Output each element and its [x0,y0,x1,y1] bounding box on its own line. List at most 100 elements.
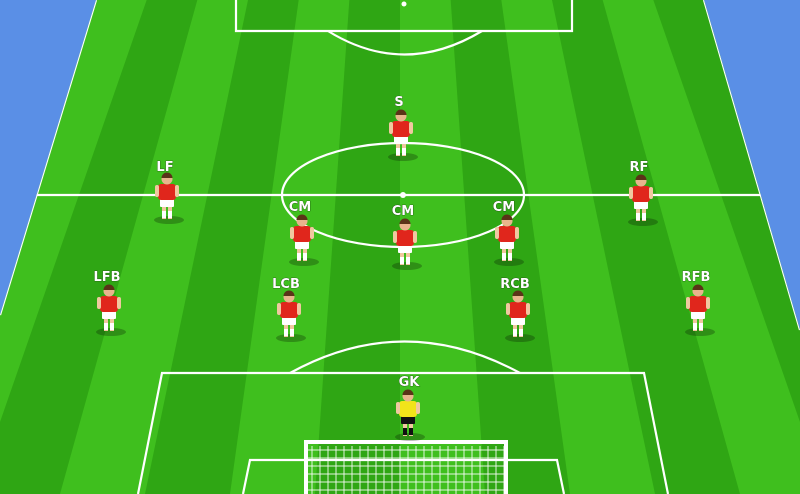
player-figure [96,284,126,336]
player-left-full-back: LFB [93,270,126,336]
player-shadow [392,262,422,270]
player-figure [289,214,319,266]
player-arm [97,297,101,309]
player-arm [393,231,397,243]
player-label: LFB [93,270,120,285]
centre-spot [400,192,406,198]
player-shorts [398,245,412,253]
player-sock [168,211,172,218]
player-shadow [395,433,425,441]
player-shirt [498,226,516,242]
player-sock [303,253,307,260]
player-shirt [689,296,707,312]
player-sock [409,428,413,435]
player-hair [635,174,647,180]
player-shadow [289,258,319,266]
grass-stripe [0,0,198,494]
player-right-full-back: RFB [681,270,715,336]
player-arm [629,187,633,199]
player-shorts [282,317,296,325]
grass-stripe [145,0,299,494]
player-hair [296,214,308,220]
player-shorts [634,201,648,209]
player-shirt [509,302,527,318]
player-label: RFB [682,270,711,285]
player-arm [277,303,281,315]
player-label: CM [493,200,515,215]
player-arm [526,303,530,315]
player-shorts [394,136,408,144]
grass-stripe [315,0,400,494]
player-arm [686,297,690,309]
player-arm [290,227,294,239]
player-hair [395,109,407,115]
player-sock [396,148,400,155]
player-hair [692,284,704,290]
player-figure [276,290,306,342]
player-sock [162,211,166,218]
player-hair [103,284,115,290]
player-sock [400,257,404,264]
player-arm [649,187,653,199]
player-hair [399,218,411,224]
player-sock [110,323,114,330]
player-sock [502,253,506,260]
player-shorts [500,241,514,249]
player-shirt [293,226,311,242]
bottom-goal-area [241,458,566,494]
player-shirt [280,302,298,318]
player-hair [161,172,173,178]
player-arm [155,185,159,197]
player-shadow [494,258,524,266]
player-hair [512,290,524,296]
player-shorts [511,317,525,325]
player-arm [413,231,417,243]
player-arm [506,303,510,315]
player-sock [104,323,108,330]
player-arm [175,185,179,197]
player-shorts [160,199,174,207]
bottom-penalty-box [136,371,670,494]
players-layer: S LF RF CM CM CM LFB LCB RCB RFB GK [93,95,715,441]
goal-net [308,446,505,494]
player-arm [389,122,393,134]
player-shirt [100,296,118,312]
player-shorts [295,241,309,249]
player-arm [297,303,301,315]
player-figure [388,109,418,161]
player-left-central-midfielder: CM [288,200,319,266]
player-shadow [388,153,418,161]
player-shirt [632,186,650,202]
player-arm [117,297,121,309]
player-shirt [399,401,417,417]
player-sock [402,148,406,155]
player-sock [513,329,517,336]
player-shadow [685,328,715,336]
player-arm [495,227,499,239]
player-figure [494,214,524,266]
player-hair [402,389,414,395]
player-hair [283,290,295,296]
player-shadow [505,334,535,342]
goal-frame [304,440,508,494]
player-right-centre-back: RCB [500,277,535,342]
player-figure [628,174,658,226]
player-shadow [628,218,658,226]
player-sock [642,213,646,220]
player-shorts [102,311,116,319]
player-sock [406,257,410,264]
player-shorts [401,416,415,424]
top-penalty-arc [327,30,483,56]
player-hair [501,214,513,220]
player-sock [297,253,301,260]
player-sock [508,253,512,260]
top-penalty-box [234,0,574,33]
player-label: CM [392,204,414,219]
player-label: LF [156,160,173,175]
player-arm [396,402,400,414]
player-shirt [392,121,410,137]
player-arm [409,122,413,134]
player-label: CM [289,200,311,215]
grass-stripe [552,0,740,494]
player-sock [284,329,288,336]
